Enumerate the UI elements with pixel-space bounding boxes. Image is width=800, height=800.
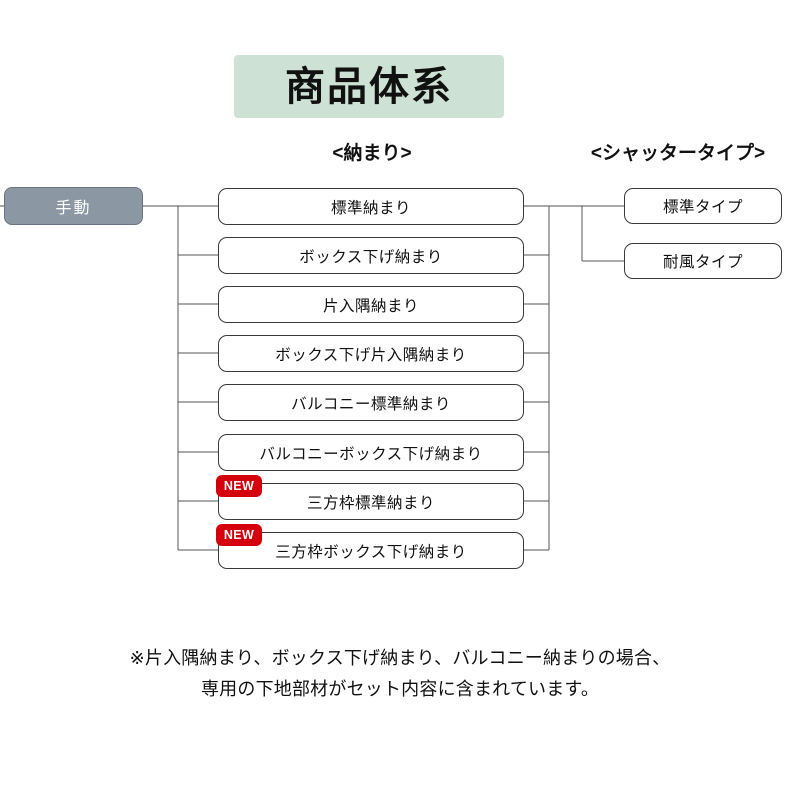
node-shutter-1-label: 標準タイプ <box>662 199 743 216</box>
new-badge-osamari-7-label: NEW <box>223 478 255 493</box>
page-title: 商品体系 <box>285 64 453 109</box>
column-header-osamari: <納まり> <box>332 143 412 164</box>
node-osamari-7[interactable]: 三方枠標準納まり <box>218 483 524 520</box>
node-osamari-5[interactable]: バルコニー標準納まり <box>218 384 524 421</box>
node-root-manual[interactable]: 手動 <box>4 187 143 225</box>
node-shutter-1[interactable]: 標準タイプ <box>624 188 782 224</box>
new-badge-osamari-8: NEW <box>216 524 262 546</box>
node-osamari-2-label: ボックス下げ納まり <box>299 248 443 266</box>
node-osamari-3[interactable]: 片入隅納まり <box>218 286 524 323</box>
footnote-line-1: ※片入隅納まり、ボックス下げ納まり、バルコニー納まりの場合、 <box>129 648 671 668</box>
node-osamari-3-label: 片入隅納まり <box>322 297 419 315</box>
node-osamari-4-label: ボックス下げ片入隅納まり <box>275 346 467 364</box>
page-title-chip: 商品体系 <box>234 55 504 118</box>
node-osamari-2[interactable]: ボックス下げ納まり <box>218 237 524 274</box>
column-header-shutter: <シャッタータイプ> <box>590 143 766 164</box>
new-badge-osamari-7: NEW <box>216 475 262 497</box>
node-osamari-7-label: 三方枠標準納まり <box>306 494 435 512</box>
node-osamari-4[interactable]: ボックス下げ片入隅納まり <box>218 335 524 372</box>
new-badge-osamari-8-label: NEW <box>223 527 255 542</box>
node-shutter-2-label: 耐風タイプ <box>662 254 743 271</box>
node-osamari-6-label: バルコニーボックス下げ納まり <box>259 445 483 463</box>
footnote: ※片入隅納まり、ボックス下げ納まり、バルコニー納まりの場合、 専用の下地部材がセ… <box>60 643 740 705</box>
node-osamari-1[interactable]: 標準納まり <box>218 188 524 225</box>
footnote-line-2: 専用の下地部材がセット内容に含まれています。 <box>200 679 600 699</box>
node-osamari-8[interactable]: 三方枠ボックス下げ納まり <box>218 532 524 569</box>
node-osamari-1-label: 標準納まり <box>330 199 411 217</box>
node-osamari-6[interactable]: バルコニーボックス下げ納まり <box>218 434 524 471</box>
node-root-manual-label: 手動 <box>55 200 92 217</box>
node-osamari-5-label: バルコニー標準納まり <box>291 395 451 413</box>
node-osamari-8-label: 三方枠ボックス下げ納まり <box>275 543 467 561</box>
node-shutter-2[interactable]: 耐風タイプ <box>624 243 782 279</box>
